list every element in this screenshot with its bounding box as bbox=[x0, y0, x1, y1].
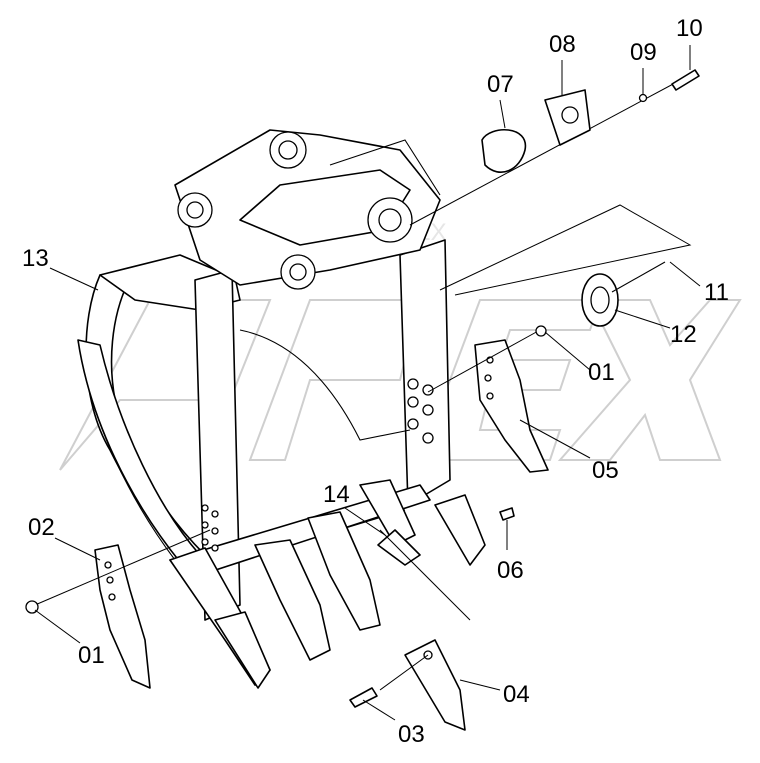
pin-assembly-right bbox=[439, 204, 692, 327]
callout-09: 09 bbox=[630, 39, 657, 66]
callout-05: 05 bbox=[592, 457, 619, 484]
bucket-teeth bbox=[169, 479, 486, 689]
pin-assembly-top bbox=[409, 69, 700, 226]
callout-06: 06 bbox=[497, 557, 524, 584]
callout-04: 04 bbox=[503, 681, 530, 708]
callout-13: 13 bbox=[22, 245, 49, 272]
callout-14: 14 bbox=[323, 481, 350, 508]
callout-03: 03 bbox=[398, 721, 425, 748]
callout-11: 11 bbox=[704, 279, 729, 306]
callout-08: 08 bbox=[549, 31, 576, 58]
side-cutter-right bbox=[427, 325, 549, 473]
callout-leaders bbox=[34, 45, 701, 721]
bucket-body bbox=[77, 129, 451, 621]
callout-01-left: 01 bbox=[78, 642, 105, 669]
callout-12: 12 bbox=[670, 321, 697, 348]
callout-10: 10 bbox=[676, 15, 703, 42]
side-cutter-left bbox=[25, 529, 211, 689]
callout-02: 02 bbox=[28, 514, 55, 541]
callout-01-right: 01 bbox=[588, 359, 615, 386]
loose-tooth-assembly bbox=[349, 507, 515, 731]
callout-07: 07 bbox=[487, 71, 514, 98]
callout-labels: 10 08 09 07 13 11 12 01 05 14 02 06 01 0… bbox=[22, 15, 729, 748]
